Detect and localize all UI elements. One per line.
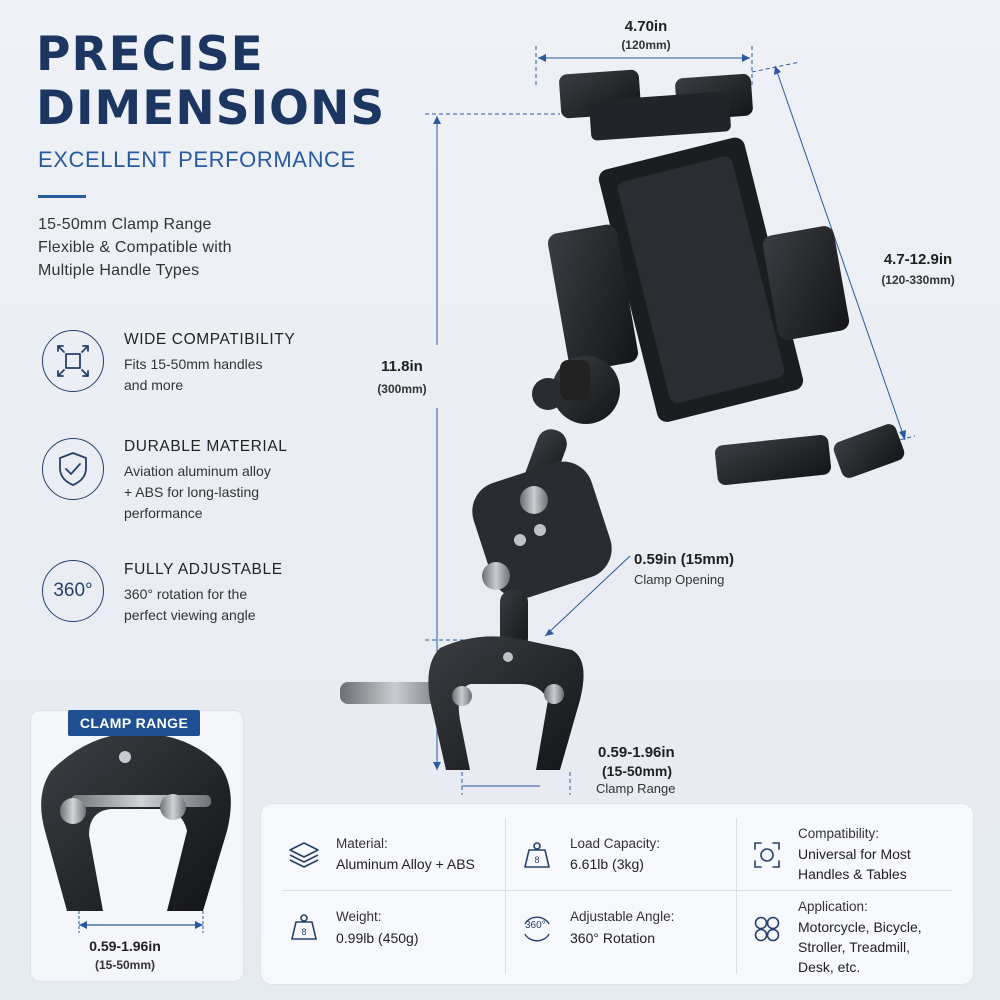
height-dimension-mm: (300mm) [377, 382, 427, 396]
spec-value-compatibility: Universal for Most Handles & Tables [798, 846, 911, 882]
spec-label-load: Load Capacity: [570, 836, 661, 851]
layers-icon [287, 838, 321, 872]
svg-text:8: 8 [534, 855, 539, 865]
clamp-range-caption: Clamp Range [596, 781, 676, 796]
height-dimension: 11.8in [381, 358, 423, 375]
feature-desc-compatibility: Fits 15-50mm handles and more [124, 356, 263, 393]
clamp-range-tag: CLAMP RANGE [68, 710, 200, 736]
rotate-360-icon-text: 360° [53, 580, 93, 601]
grid-circles-icon [750, 912, 784, 946]
specs-panel [260, 803, 974, 985]
width-dimension: 4.70in [624, 18, 668, 35]
holder-range-dimension-mm: (120-330mm) [881, 273, 955, 287]
holder-range-dimension: 4.7-12.9in [883, 251, 953, 268]
spec-label-application: Application: [798, 899, 868, 914]
spec-label-angle: Adjustable Angle: [570, 909, 675, 924]
width-dimension-mm: (120mm) [621, 38, 671, 52]
spec-label-material: Material: [336, 836, 388, 851]
clamp-card-range-mm: (15-50mm) [94, 958, 156, 972]
accent-divider [38, 195, 86, 198]
page-subtitle: EXCELLENT PERFORMANCE [38, 147, 356, 172]
shield-check-icon [42, 438, 104, 500]
specs-divider [736, 818, 737, 974]
clamp-range-dimension-mm: (15-50mm) [602, 763, 673, 779]
clamp-closeup-illustration [41, 732, 231, 933]
spec-value-angle: 360° Rotation [570, 930, 655, 946]
rotate-360-icon: 360° [42, 560, 104, 622]
specs-divider [505, 818, 506, 974]
weight-icon: 8 [287, 910, 321, 944]
spec-label-weight: Weight: [336, 909, 382, 924]
feature-title-material: DURABLE MATERIAL [124, 438, 288, 455]
intro-text: 15-50mm Clamp Range Flexible & Compatibl… [38, 216, 232, 279]
scan-frame-icon [750, 838, 784, 872]
spec-value-load: 6.61lb (3kg) [570, 856, 644, 872]
svg-text:8: 8 [301, 927, 306, 937]
spec-value-application: Motorcycle, Bicycle, Stroller, Treadmill… [798, 919, 922, 975]
feature-desc-material: Aviation aluminum alloy + ABS for long-l… [124, 463, 271, 521]
clamp-opening-dimension: 0.59in (15mm) [634, 551, 735, 568]
page-title: PRECISE DIMENSIONS [36, 27, 386, 136]
clamp-range-dimension: 0.59-1.96in [598, 744, 675, 761]
rotate-360-icon: 360° [520, 912, 554, 946]
clamp-card-range: 0.59-1.96in [89, 938, 161, 954]
clamp-opening-caption: Clamp Opening [634, 572, 725, 587]
specs-divider [282, 890, 952, 891]
weight-icon: 8 [520, 838, 554, 872]
clamp-range-card [30, 710, 244, 982]
spec-value-material: Aluminum Alloy + ABS [336, 856, 475, 872]
feature-title-compatibility: WIDE COMPATIBILITY [124, 331, 296, 348]
feature-desc-adjustable: 360° rotation for the perfect viewing an… [124, 586, 256, 623]
rotate-360-icon-text: 360° [525, 920, 546, 931]
spec-label-compatibility: Compatibility: [798, 826, 880, 841]
feature-title-adjustable: FULLY ADJUSTABLE [124, 561, 283, 578]
spec-value-weight: 0.99lb (450g) [336, 930, 419, 946]
arrows-expand-icon [42, 330, 104, 392]
